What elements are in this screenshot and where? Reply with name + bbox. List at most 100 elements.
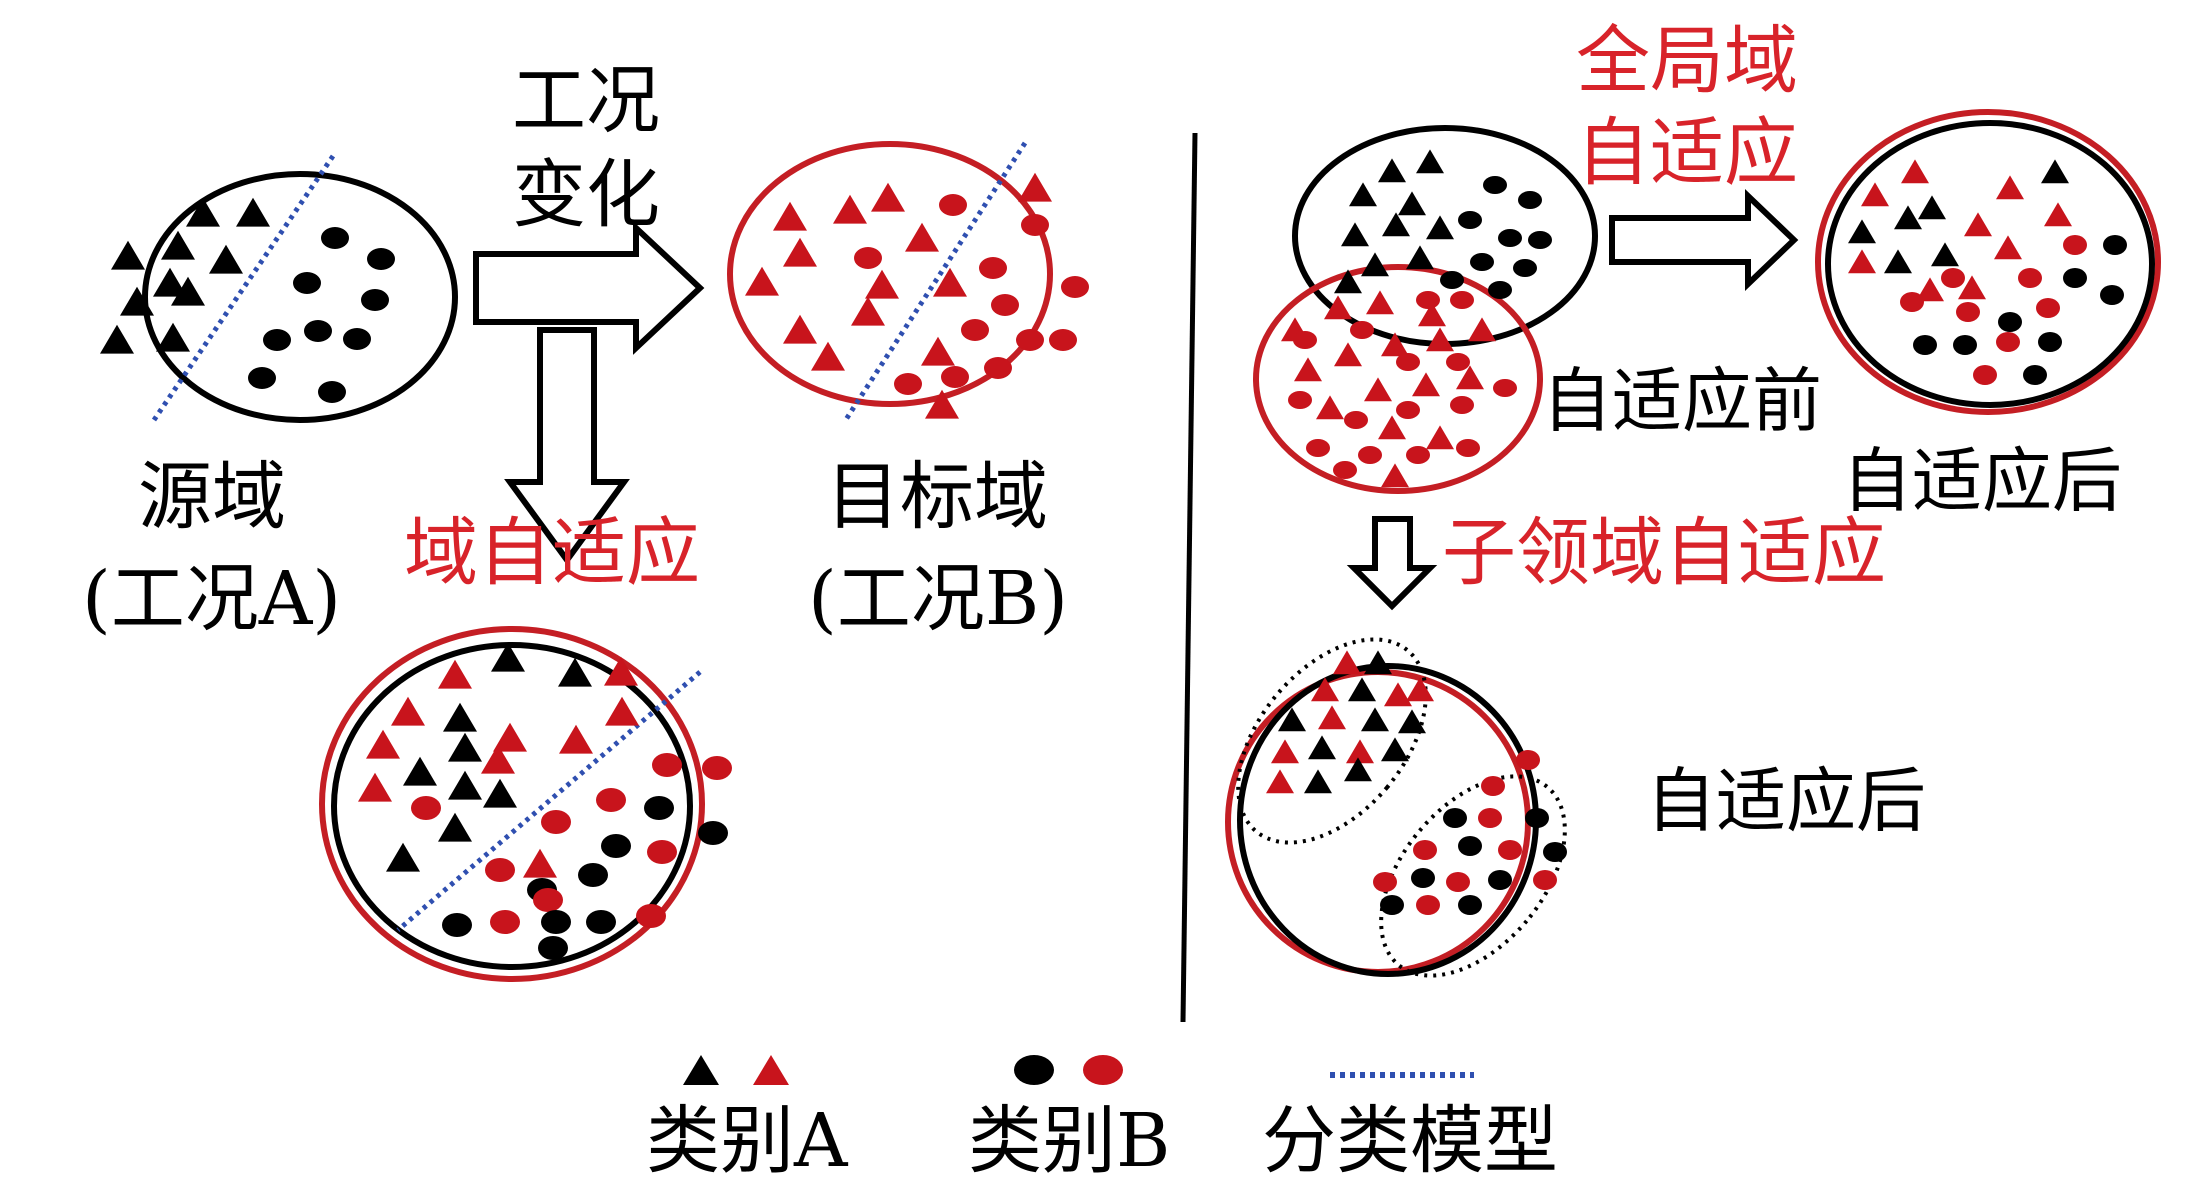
class-a-sample [1318,705,1346,730]
class-a-sample [2044,202,2072,227]
class-a-sample [1361,252,1389,277]
before-target-ellipse [1253,264,1543,494]
class-b-sample [1996,332,2020,352]
class-b-sample [1373,872,1397,892]
class-a-sample [1884,249,1912,274]
class-b-sample [1021,214,1049,236]
class-b-sample [318,381,346,403]
class-a-sample [925,389,959,419]
class-a-sample [1958,275,1986,300]
class-b-sample [644,796,674,820]
class-b-sample [1941,268,1965,288]
class-a-sample [120,286,154,316]
class-b-sample [1488,281,1512,299]
class-a-sample [1398,709,1426,734]
class-a-sample [933,267,967,297]
class-a-sample [2041,159,2069,184]
class-b-sample [636,904,666,928]
class-b-sample [961,319,989,341]
class-a-sample [443,702,477,732]
class-a-sample [111,240,145,270]
class-a-sample [1994,235,2022,260]
class-b-sample [321,227,349,249]
class-b-sample [490,910,520,934]
class-b-sample [1900,292,1924,312]
condition-change-label-line1: 工况 [512,58,660,144]
class-a-sample [1964,212,1992,237]
class-a-sample [448,770,482,800]
class-a-sample [1271,739,1299,764]
class-b-sample [1458,211,1482,229]
adapted-domain-inner-ellipse [331,642,693,970]
class-b-sample [702,756,732,780]
class-b-sample [647,840,677,864]
class-b-sample [1396,401,1420,419]
class-a-sample [1278,707,1306,732]
class-b-sample [1450,396,1474,414]
class-b-sample [1481,776,1505,796]
class-b-sample [1998,312,2022,332]
class-a-sample [1416,149,1444,174]
class-a-sample [1304,769,1332,794]
class-a-sample [1341,222,1369,247]
class-b-sample [1413,840,1437,860]
class-b-sample [1333,461,1357,479]
class-a-sample [1901,159,1929,184]
class-a-sample [156,322,190,352]
panel-divider [1180,132,1198,1023]
class-a-sample [493,722,527,752]
domain-adaptation-label: 域自适应 [404,510,700,596]
class-b-sample [1516,750,1540,770]
class-a-sample [403,756,437,786]
class-a-sample [1333,650,1361,675]
class-b-sample [367,248,395,270]
sample-marks [100,149,2127,960]
class-a-sample [391,696,425,726]
class-a-sample [1426,327,1454,352]
class-a-sample [1294,357,1322,382]
class-b-sample [991,294,1019,316]
class-a-sample [851,296,885,326]
before-adaptation-label: 自适应前 [1542,360,1822,442]
adapted-domain-outer-ellipse [319,626,705,982]
class-b-sample [538,936,568,960]
class-b-sample [1973,365,1997,385]
class-a-sample [1381,737,1409,762]
class-b-sample [1288,391,1312,409]
class-a-sample [523,848,557,878]
global-adaptation-label-line1: 全局域 [1576,18,1798,104]
class-a-sample [1366,290,1394,315]
class-b-sample [1061,276,1089,298]
class-b-sample [601,834,631,858]
class-b-sample [1488,870,1512,890]
legend-class-b-red-circle [1083,1055,1123,1085]
class-a-sample [605,696,639,726]
condition-change-label-line2: 变化 [512,152,660,238]
class-b-sample [1443,808,1467,828]
global-adaptation-label-line2: 自适应 [1576,110,1798,196]
class-b-sample [361,289,389,311]
class-b-sample [1956,302,1980,322]
class-b-sample [984,357,1012,379]
class-a-sample [1266,769,1294,794]
class-b-sample [1416,291,1440,309]
source-domain-ellipse [142,171,458,423]
class-a-sample [491,642,525,672]
class-a-sample [1426,425,1454,450]
class-b-sample [1358,446,1382,464]
class-a-sample [1311,677,1339,702]
class-a-sample [100,324,134,354]
class-b-sample [894,373,922,395]
class-a-sample [1894,205,1922,230]
class-b-sample [1953,335,1977,355]
class-a-sample [186,197,220,227]
class-b-sample [541,910,571,934]
class-a-sample [871,182,905,212]
class-b-sample [586,910,616,934]
class-a-sample [386,842,420,872]
class-a-sample [1361,707,1389,732]
class-b-sample [1513,259,1537,277]
legend-model-label: 分类模型 [1262,1098,1558,1184]
class-b-sample [1470,253,1494,271]
